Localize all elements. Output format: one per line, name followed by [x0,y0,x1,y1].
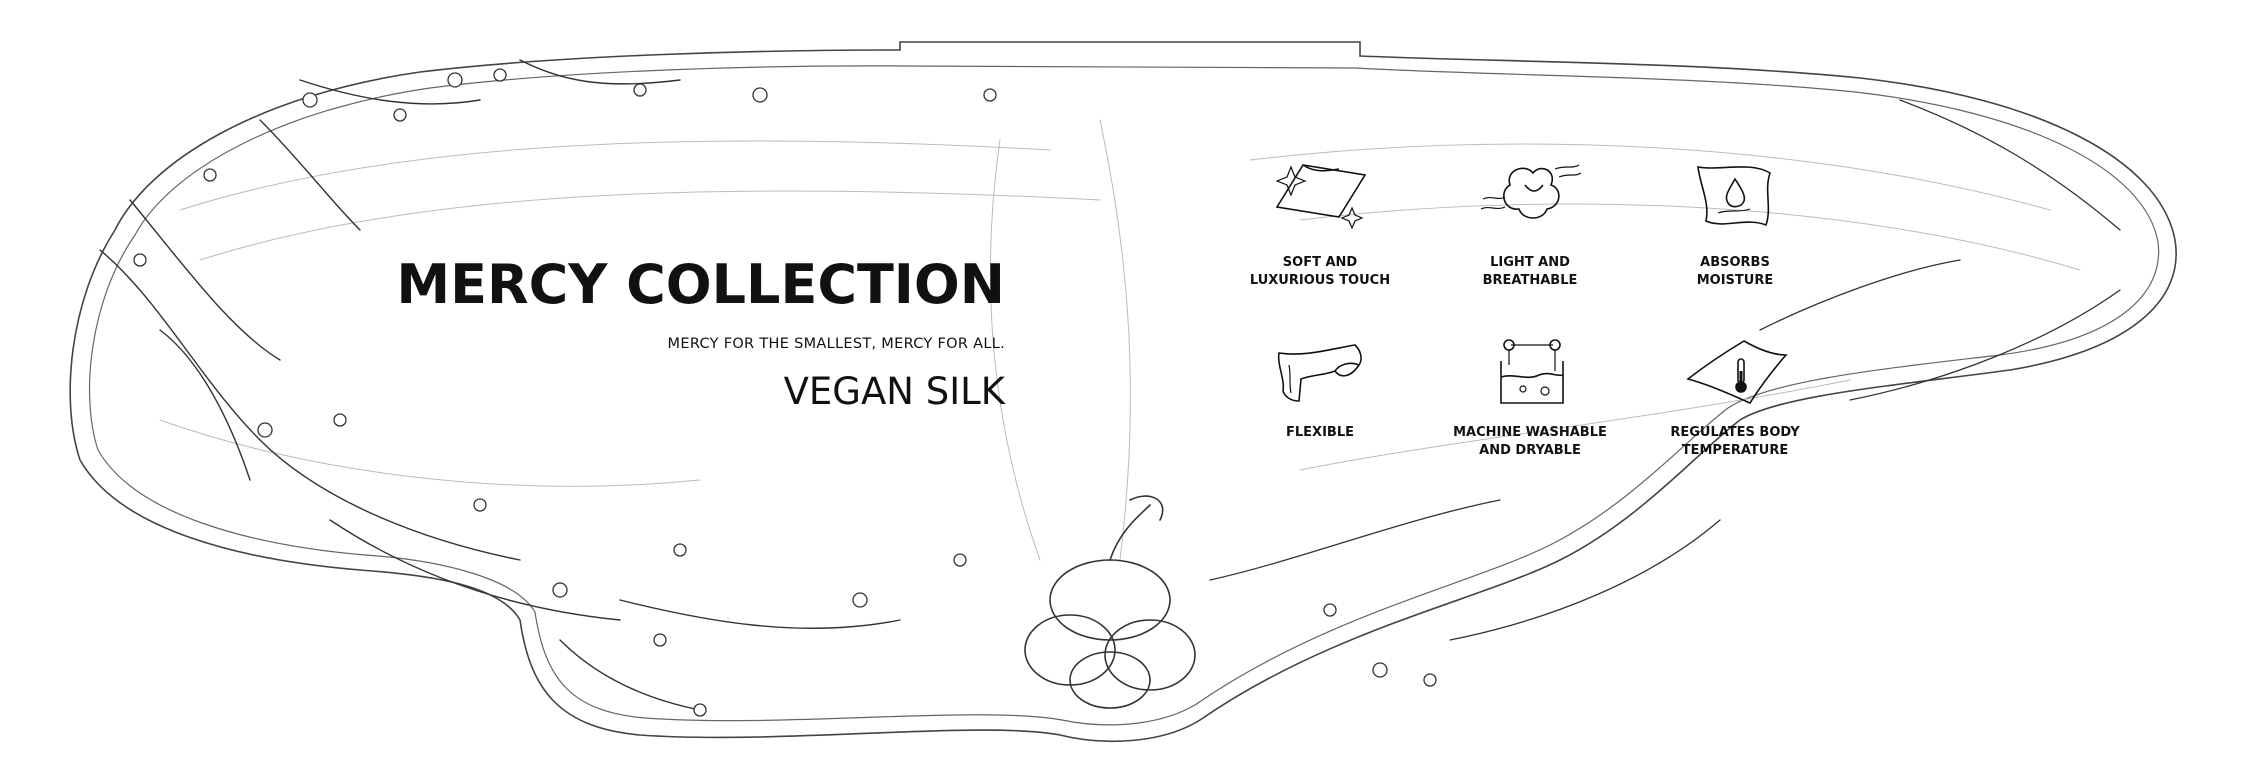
feature-label: MACHINE WASHABLE AND DRYABLE [1453,425,1607,458]
collection-title: MERCY COLLECTION [396,253,1005,316]
feature-label: FLEXIBLE [1286,425,1354,440]
droplet-cloth-icon [1697,166,1771,227]
collection-header: MERCY COLLECTION MERCY FOR THE SMALLEST,… [396,253,1005,414]
moth-inner-outline [88,65,2160,726]
product-name: VEGAN SILK [783,370,1005,414]
feature-label: LIGHT AND BREATHABLE [1482,255,1578,288]
feature-label: ABSORBS MOISTURE [1696,255,1774,288]
feature-label: SOFT AND LUXURIOUS TOUCH [1249,255,1391,288]
feature-absorbs-moisture: ABSORBS MOISTURE [1625,155,1845,290]
feature-regulates-temperature: REGULATES BODY TEMPERATURE [1625,335,1845,460]
folded-cloth-icon [1277,344,1362,402]
washing-basin-icon [1500,339,1564,404]
cloth-breeze-icon [1480,164,1582,219]
feature-soft-touch: SOFT AND LUXURIOUS TOUCH [1210,155,1430,290]
feature-label: REGULATES BODY TEMPERATURE [1670,425,1800,458]
collection-tagline: MERCY FOR THE SMALLEST, MERCY FOR ALL. [667,336,1005,353]
moth-outline [69,41,2177,743]
feature-machine-washable: MACHINE WASHABLE AND DRYABLE [1420,335,1640,460]
feature-flexible: FLEXIBLE [1210,335,1430,442]
sparkling-cloth-icon [1275,164,1367,230]
feature-breathable: LIGHT AND BREATHABLE [1420,155,1640,290]
thermometer-cloth-icon [1686,340,1788,405]
